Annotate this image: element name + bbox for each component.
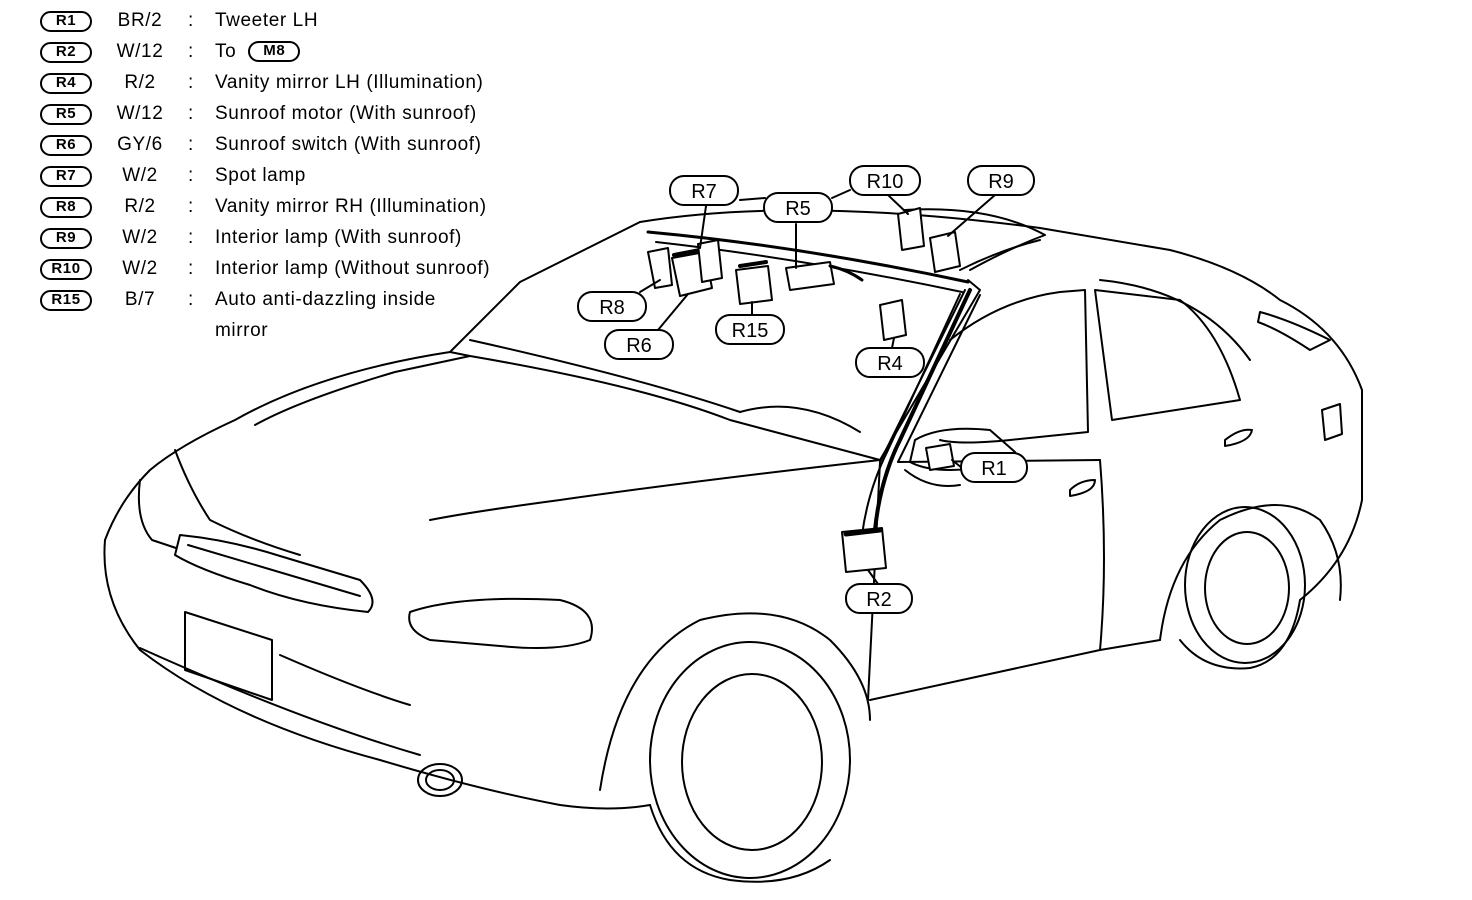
wire-color-spec: GY/6: [117, 134, 163, 155]
callout-r4-label: R4: [877, 353, 903, 375]
connector-r7-shape: [697, 239, 723, 283]
connector-description-text: To: [215, 41, 237, 62]
wire-color-spec: W/2: [122, 227, 158, 248]
callout-r1-label: R1: [981, 458, 1007, 480]
car-body-outline: [103, 209, 1363, 883]
wire-color-spec: R/2: [124, 72, 156, 93]
connector-description: Spot lamp: [215, 165, 306, 186]
connector-description: Sunroof motor (With sunroof): [215, 103, 477, 124]
connector-description: Vanity mirror RH (Illumination): [215, 196, 487, 217]
connector-code-badge: R10: [40, 259, 92, 280]
callout-r9-label: R9: [988, 171, 1014, 193]
connector-r9-shape: [929, 231, 961, 273]
callout-r6: R6: [604, 293, 689, 360]
callout-r6-label: R6: [626, 335, 652, 357]
wire-color-spec: BR/2: [117, 10, 163, 31]
connector-description: Sunroof switch (With sunroof): [215, 134, 482, 155]
connector-code-badge: R4: [40, 73, 92, 94]
connector-r5-shape: [785, 261, 835, 291]
callout-r4: R4: [855, 337, 925, 378]
wire-color-spec: W/2: [122, 165, 158, 186]
separator: :: [188, 10, 194, 31]
separator: :: [188, 165, 194, 186]
wire-color-spec: W/12: [116, 41, 164, 62]
connector-code-badge: R7: [40, 166, 92, 187]
connector-code-badge: R1: [40, 11, 92, 32]
callout-r2: R2: [845, 569, 913, 614]
connector-r15-shape: [735, 265, 773, 305]
callout-r2-label: R2: [866, 589, 892, 611]
connector-description-continued: mirror: [215, 320, 269, 341]
separator: :: [188, 289, 194, 310]
separator: :: [188, 196, 194, 217]
callout-r10-label: R10: [867, 171, 904, 193]
callout-r15-label: R15: [732, 320, 769, 342]
callout-r10: R10: [849, 165, 921, 215]
wiring-harness: [646, 208, 1046, 536]
callout-r7: R7: [669, 175, 766, 249]
connector-code-badge: R8: [40, 197, 92, 218]
connector-code-badge: R2: [40, 42, 92, 63]
callout-r8-label: R8: [599, 297, 625, 319]
callout-r5: R5: [763, 189, 851, 269]
separator: :: [188, 41, 194, 62]
callout-r8: R8: [577, 279, 661, 322]
connector-description: Vanity mirror LH (Illumination): [215, 72, 484, 93]
connector-description: Auto anti-dazzling inside: [215, 289, 436, 310]
connector-shapes: [647, 207, 961, 573]
callout-r9: R9: [947, 165, 1035, 237]
separator: :: [188, 227, 194, 248]
referenced-connector-badge: M8: [248, 41, 301, 62]
callout-r5-label: R5: [785, 198, 811, 220]
connector-description: Interior lamp (Without sunroof): [215, 258, 491, 279]
wire-color-spec: B/7: [124, 289, 156, 310]
connector-r4-shape: [879, 299, 907, 341]
callout-r7-label: R7: [691, 181, 717, 203]
separator: :: [188, 103, 194, 124]
connector-code-badge: R6: [40, 135, 92, 156]
connector-description: Tweeter LH: [215, 10, 319, 31]
callout-r15: R15: [715, 301, 785, 345]
connector-description: To M8: [215, 41, 301, 63]
separator: :: [188, 134, 194, 155]
connector-r1-shape: [925, 443, 955, 471]
connector-code-badge: R15: [40, 290, 92, 311]
connector-code-badge: R5: [40, 104, 92, 125]
callout-r1: R1: [951, 452, 1028, 483]
connector-r10-shape: [897, 207, 925, 251]
separator: :: [188, 72, 194, 93]
connector-description: Interior lamp (With sunroof): [215, 227, 462, 248]
wire-color-spec: W/2: [122, 258, 158, 279]
wire-color-spec: W/12: [116, 103, 164, 124]
connector-code-badge: R9: [40, 228, 92, 249]
wire-color-spec: R/2: [124, 196, 156, 217]
separator: :: [188, 258, 194, 279]
connector-r8-shape: [647, 247, 673, 289]
